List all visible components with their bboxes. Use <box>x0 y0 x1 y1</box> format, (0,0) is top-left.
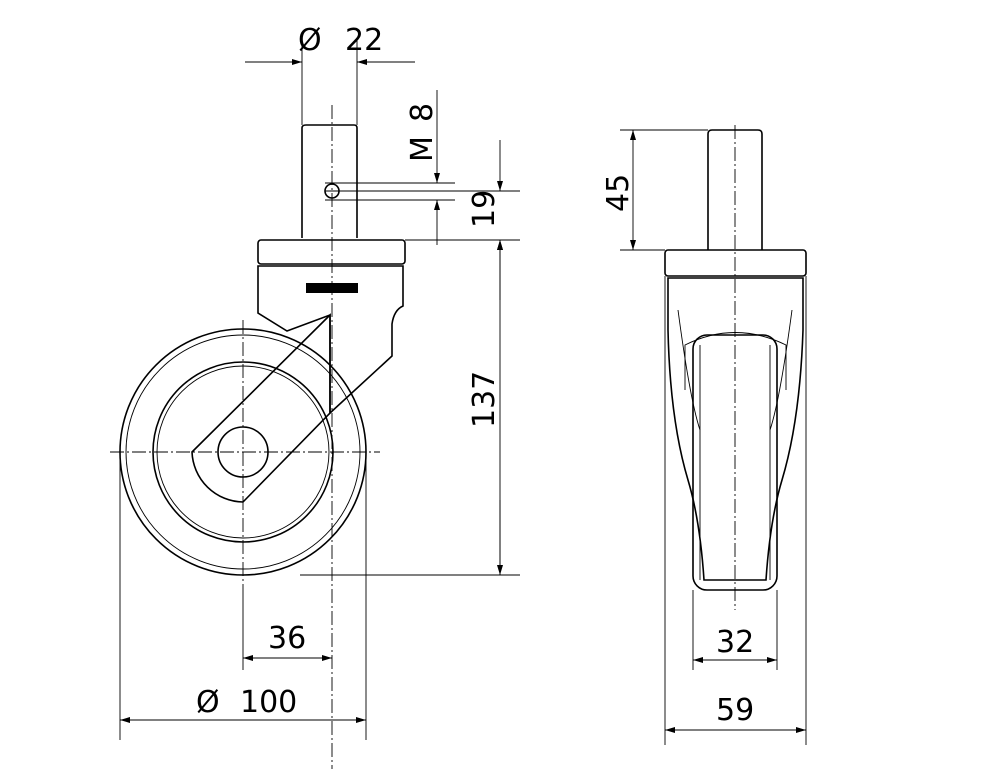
side-view: Ø 22 M 8 19 137 36 Ø 100 <box>110 23 520 769</box>
fork-housing-front <box>667 277 804 581</box>
stem-length-dimension: 45 <box>601 174 636 212</box>
offset-dimension: 36 <box>268 621 306 656</box>
housing-width-dimension: 59 <box>716 693 754 728</box>
front-view: 45 32 59 <box>601 125 807 745</box>
wheel-diameter-value: 100 <box>240 685 297 720</box>
stem-diameter-value: 22 <box>345 23 383 58</box>
top-flange <box>257 239 406 265</box>
overall-height-dimension: 137 <box>467 371 502 428</box>
stem-diameter-symbol: Ø <box>298 23 322 58</box>
wheel-width-dimension: 32 <box>716 625 754 660</box>
thread-symbol: M <box>405 136 440 162</box>
thread-value: 8 <box>405 103 440 122</box>
threaded-stem <box>301 124 358 238</box>
wheel-diameter-symbol: Ø <box>196 685 220 720</box>
top-flange-front <box>664 249 807 277</box>
hole-height-dimension: 19 <box>467 190 502 228</box>
